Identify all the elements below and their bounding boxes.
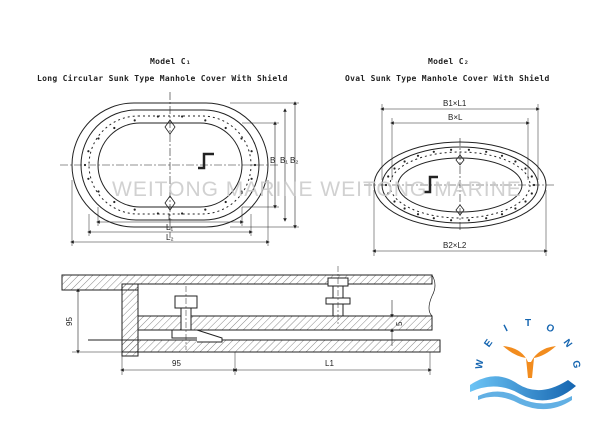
bolt-hole [87,150,90,153]
bolt-hole [387,175,390,178]
c1-dim-L: L [168,213,173,222]
bolt-hole [524,200,527,203]
c1-dim-L2: L₂ [166,233,174,242]
bolt-hole [416,213,420,216]
bolt-hole [181,212,184,215]
logo-letter: I [502,323,510,334]
bolt-hole [253,163,257,167]
logo-letter: G [570,360,582,370]
bolt-hole [83,163,87,167]
bolt-hole [485,150,488,153]
c1-dim-L1: L₁ [166,223,173,232]
section-dim-width: 95 [172,359,181,368]
section-dim-height: 95 [65,317,74,326]
logo-letter: E [482,337,495,349]
bolt-hole [416,154,420,157]
bolt-hole [485,217,488,220]
c1-dim-B1: B₁ [280,156,288,165]
bolt-hole [224,126,227,130]
bolt-hole [181,115,184,118]
bolt-hole [204,119,207,122]
watermark: WEITONG MARINE WEITONG MARINE [112,178,522,201]
bolt-hole [532,183,536,187]
bolt-hole [403,160,406,163]
bolt-hole [156,115,159,118]
bolt-hole [224,200,227,204]
bolt-hole [467,148,470,151]
bolt-hole [240,190,243,193]
section-dim-thickness: 5 [395,321,404,326]
c2-dim-top-outer: B1×L1 [443,99,467,108]
bolt-hole [87,177,90,180]
bolt-hole [450,219,453,222]
c2-plan-view [364,104,556,256]
bolt-hole [113,200,116,204]
bolt-hole [467,219,470,222]
bolt-hole [524,167,527,170]
c1-caption: Long Circular Sunk Type Manhole Cover Wi… [37,74,288,83]
bolt-hole [393,167,396,170]
c1-bolt-holes [83,115,257,215]
weitong-logo [470,346,576,410]
bolt-hole [250,150,253,153]
bolt-hole [384,183,388,187]
bolt-hole [403,207,406,210]
c1-dim-B2: B₂ [290,156,298,165]
bolt-hole [514,160,517,163]
section-view [61,266,441,375]
logo-letter: O [544,322,556,335]
c2-model-title: Model C₂ [428,57,469,66]
bolt-hole [432,150,435,153]
bolt-hole [500,154,504,157]
c2-dim-bottom: B2×L2 [443,241,467,250]
bolt-hole [204,208,207,211]
bolt-hole [133,208,136,211]
logo-letter: W [474,358,486,370]
bolt-hole [113,126,116,130]
bolt-hole [97,190,100,193]
bolt-hole [530,175,533,178]
bolt-hole [240,137,243,140]
bolt-hole [156,212,159,215]
c1-dim-B: B [270,156,275,165]
bolt-hole [133,119,136,122]
bolt-hole [432,217,435,220]
bolt-hole [387,192,390,195]
bolt-hole [97,137,100,140]
c2-dim-top-inner: B×L [448,113,463,122]
bolt-hole [500,213,504,216]
c1-model-title: Model C₁ [150,57,191,66]
logo-letter: T [525,318,531,329]
bolt-hole [514,207,517,210]
bolt-hole [450,148,453,151]
logo-letter: N [561,337,574,349]
section-dim-length: L1 [325,359,334,368]
c2-caption: Oval Sunk Type Manhole Cover With Shield [345,74,550,83]
c2-bolt-holes [384,148,536,222]
bolt-hole [250,177,253,180]
bolt-hole [530,192,533,195]
c1-plan-view [60,92,299,246]
bolt-hole [393,200,396,203]
